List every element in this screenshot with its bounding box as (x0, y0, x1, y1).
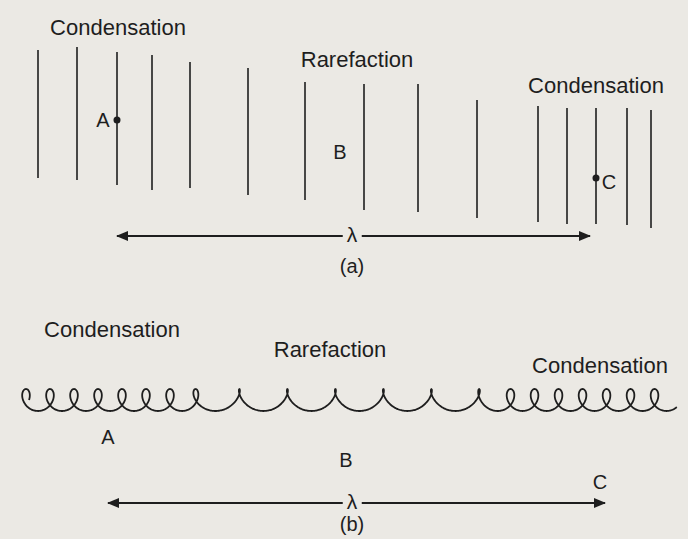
point-label: B (339, 449, 352, 471)
spring-path (22, 389, 677, 411)
point-label: C (593, 471, 607, 493)
air-layer-line (37, 50, 39, 178)
point-label: A (101, 426, 114, 448)
figure-label: (a) (340, 255, 364, 277)
particle-dot (593, 175, 600, 182)
region-label: Rarefaction (301, 48, 414, 72)
wavelength-label: λ (343, 223, 362, 246)
air-layer-line (151, 55, 153, 190)
air-layer-line (247, 68, 249, 195)
region-label: Rarefaction (274, 338, 387, 362)
point-label: B (333, 141, 346, 163)
wavelength-label: λ (343, 490, 362, 513)
air-layer-line (76, 47, 78, 180)
figure-label: (b) (340, 513, 364, 535)
region-label: Condensation (532, 354, 668, 378)
air-layer-line (363, 84, 365, 210)
region-label: Condensation (44, 318, 180, 342)
point-label: A (96, 109, 109, 131)
air-layer-line (537, 106, 539, 222)
air-layer-line (595, 108, 597, 224)
air-layer-line (626, 108, 628, 225)
air-layer-line (189, 62, 191, 188)
air-layer-line (417, 84, 419, 212)
region-label: Condensation (50, 16, 186, 40)
particle-dot (114, 117, 121, 124)
region-label: Condensation (528, 74, 664, 98)
air-layer-line (566, 108, 568, 224)
air-layer-line (304, 82, 306, 200)
air-layer-line (476, 100, 478, 218)
air-layer-line (650, 110, 652, 228)
spring-coil (22, 389, 677, 411)
point-label: C (602, 171, 616, 193)
